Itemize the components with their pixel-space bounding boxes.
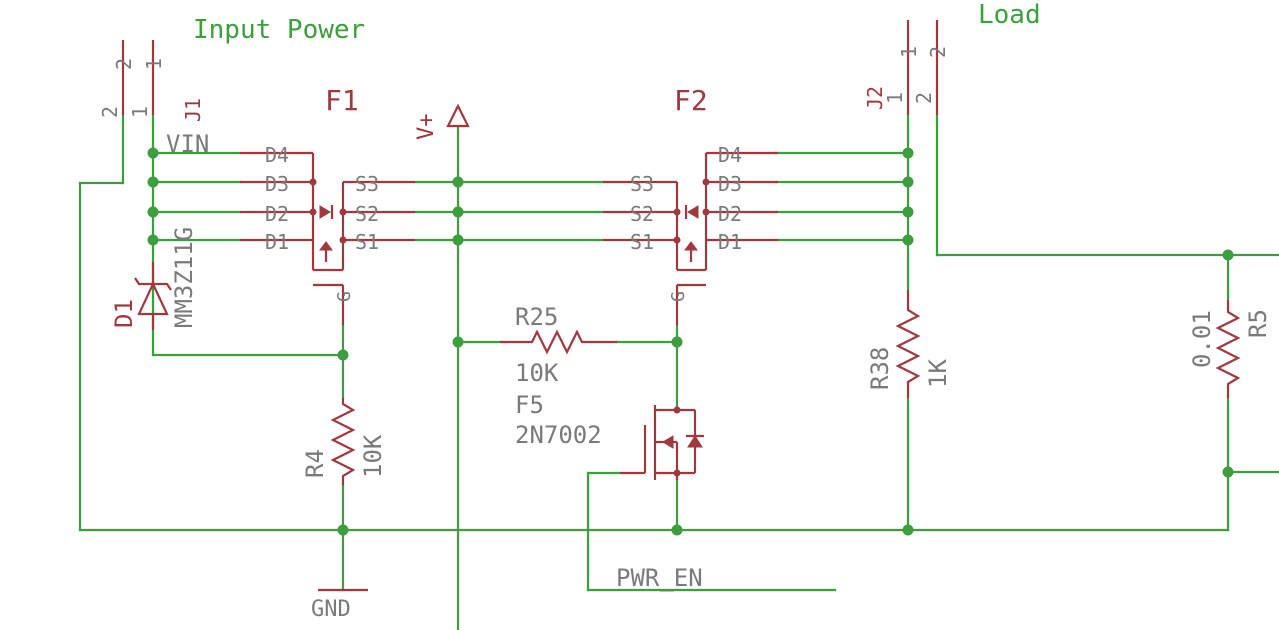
f1-pin-s3: S3 [355, 172, 379, 196]
j1-pin2-label: 2 [112, 58, 136, 70]
vplus-supply: V+ [414, 103, 470, 141]
f1-label: F1 [325, 84, 359, 117]
j2-pin2-label: 2 [926, 46, 950, 58]
f2-pin-d2: D2 [718, 202, 742, 226]
f2-pin-d1: D1 [718, 230, 742, 254]
resistor-r25: R25 10K [500, 303, 617, 387]
f2-label: F2 [674, 84, 708, 117]
f2-pin-g: G [668, 291, 689, 302]
load-label: Load [978, 0, 1041, 30]
f2-pin-d3: D3 [718, 172, 742, 196]
vplus-label: V+ [414, 114, 439, 141]
r5-label: R5 [1244, 309, 1272, 338]
resistor-r4: R4 10K [301, 398, 387, 485]
r4-value: 10K [359, 434, 387, 478]
d1-label: D1 [110, 299, 138, 328]
d1-value: MM3Z11G [170, 227, 198, 328]
pwr-en-label: PWR_EN [616, 564, 703, 592]
gnd-label: GND [311, 597, 351, 622]
j2-pin2-label-lower: 2 [912, 92, 936, 104]
j2-pin1-label-lower: 1 [883, 92, 907, 104]
j1-pin1-label-lower: 1 [128, 106, 152, 118]
r25-label: R25 [515, 303, 558, 331]
mosfet-f2: F2 S3 S2 S1 D4 D3 D2 D1 G [603, 84, 778, 325]
junctions [147, 147, 1234, 536]
f1-pin-s2: S2 [355, 202, 379, 226]
input-power-label: Input Power [193, 15, 365, 45]
j1-pin2-label-lower: 2 [98, 106, 122, 118]
vin-label: VIN [166, 130, 209, 158]
f2-pin-s1: S1 [630, 230, 654, 254]
f1-pin-s1: S1 [355, 230, 379, 254]
f1-pin-d3: D3 [265, 172, 289, 196]
r38-label: R38 [866, 347, 894, 390]
f1-pin-d4: D4 [265, 143, 289, 167]
f1-pin-g: G [334, 291, 355, 302]
ground-symbol: GND [311, 588, 368, 622]
zener-d1: D1 MM3Z11G [110, 227, 198, 330]
resistor-r5: 0.01 R5 [1188, 300, 1272, 398]
j1-label: J1 [181, 98, 205, 122]
j1-pin1-label: 1 [142, 58, 166, 70]
mosfet-f5: F5 2N7002 [515, 391, 704, 480]
connector-j1: Input Power J1 2 1 2 1 [98, 15, 365, 122]
f5-label: F5 [515, 391, 544, 419]
j2-label: J2 [863, 86, 887, 110]
connector-j2: Load J2 1 2 1 2 [863, 0, 1041, 115]
f2-pin-d4: D4 [718, 143, 742, 167]
j2-pin1-label: 1 [897, 46, 921, 58]
wires [78, 113, 1279, 630]
r4-label: R4 [301, 449, 329, 478]
mosfet-f1: F1 D4 D3 D2 D1 S3 S2 S1 G [240, 84, 415, 325]
f1-pin-d1: D1 [265, 230, 289, 254]
r5-value: 0.01 [1188, 310, 1216, 368]
f2-pin-s2: S2 [630, 202, 654, 226]
resistor-r38: R38 1K [866, 290, 952, 398]
f1-pin-d2: D2 [265, 202, 289, 226]
r38-value: 1K [924, 359, 952, 388]
f2-pin-s3: S3 [630, 172, 654, 196]
r25-value: 10K [515, 359, 559, 387]
f5-value: 2N7002 [515, 421, 602, 449]
